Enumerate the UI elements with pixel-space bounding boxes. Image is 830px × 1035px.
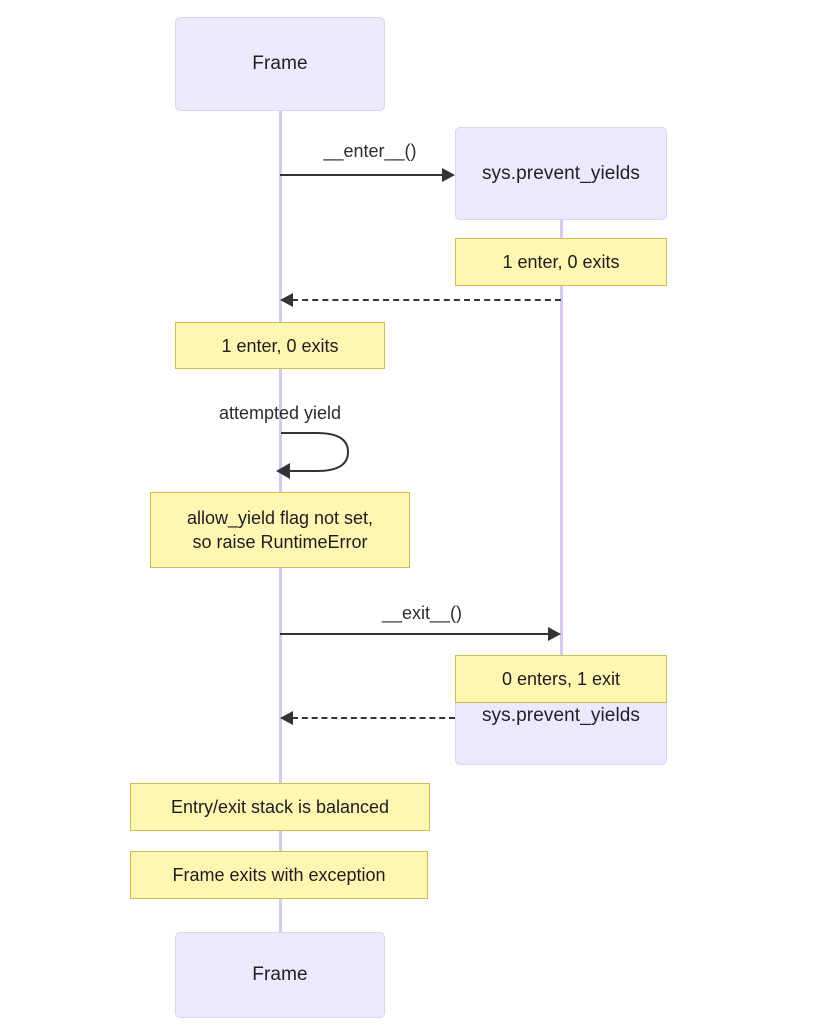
note-sys-enter-count: 1 enter, 0 exits <box>455 238 667 286</box>
participant-sys-top[interactable]: sys.prevent_yields <box>455 127 667 220</box>
participant-sys-bottom-label: sys.prevent_yields <box>481 705 641 726</box>
participant-frame-bottom-label: Frame <box>252 964 308 985</box>
note-frame-runtime-error: allow_yield flag not set, so raise Runti… <box>150 492 410 568</box>
message-line-enter-return <box>292 299 561 301</box>
note-frame-balanced: Entry/exit stack is balanced <box>130 783 430 831</box>
participant-frame-top[interactable]: Frame <box>175 17 385 111</box>
participant-frame-top-label: Frame <box>252 53 308 74</box>
participant-sys-top-label: sys.prevent_yields <box>481 162 641 184</box>
message-line-exit-return <box>292 717 455 719</box>
message-label-enter: __enter__() <box>323 141 417 161</box>
message-arrowhead-enter <box>442 168 455 182</box>
participant-frame-bottom[interactable]: Frame <box>175 932 385 1018</box>
note-sys-exit-count: 0 enters, 1 exit <box>455 655 667 703</box>
message-line-exit <box>280 633 548 635</box>
message-label-exit: __exit__() <box>381 603 463 623</box>
message-label-attempted-yield: attempted yield <box>218 403 342 423</box>
message-arrowhead-enter-return <box>280 293 293 307</box>
self-loop-arrow <box>276 432 350 479</box>
message-line-enter <box>280 174 447 176</box>
note-frame-exception: Frame exits with exception <box>130 851 428 899</box>
note-frame-enter-count: 1 enter, 0 exits <box>175 322 385 369</box>
message-arrowhead-exit-return <box>280 711 293 725</box>
message-arrowhead-exit <box>548 627 561 641</box>
lifeline-sys <box>560 220 563 674</box>
